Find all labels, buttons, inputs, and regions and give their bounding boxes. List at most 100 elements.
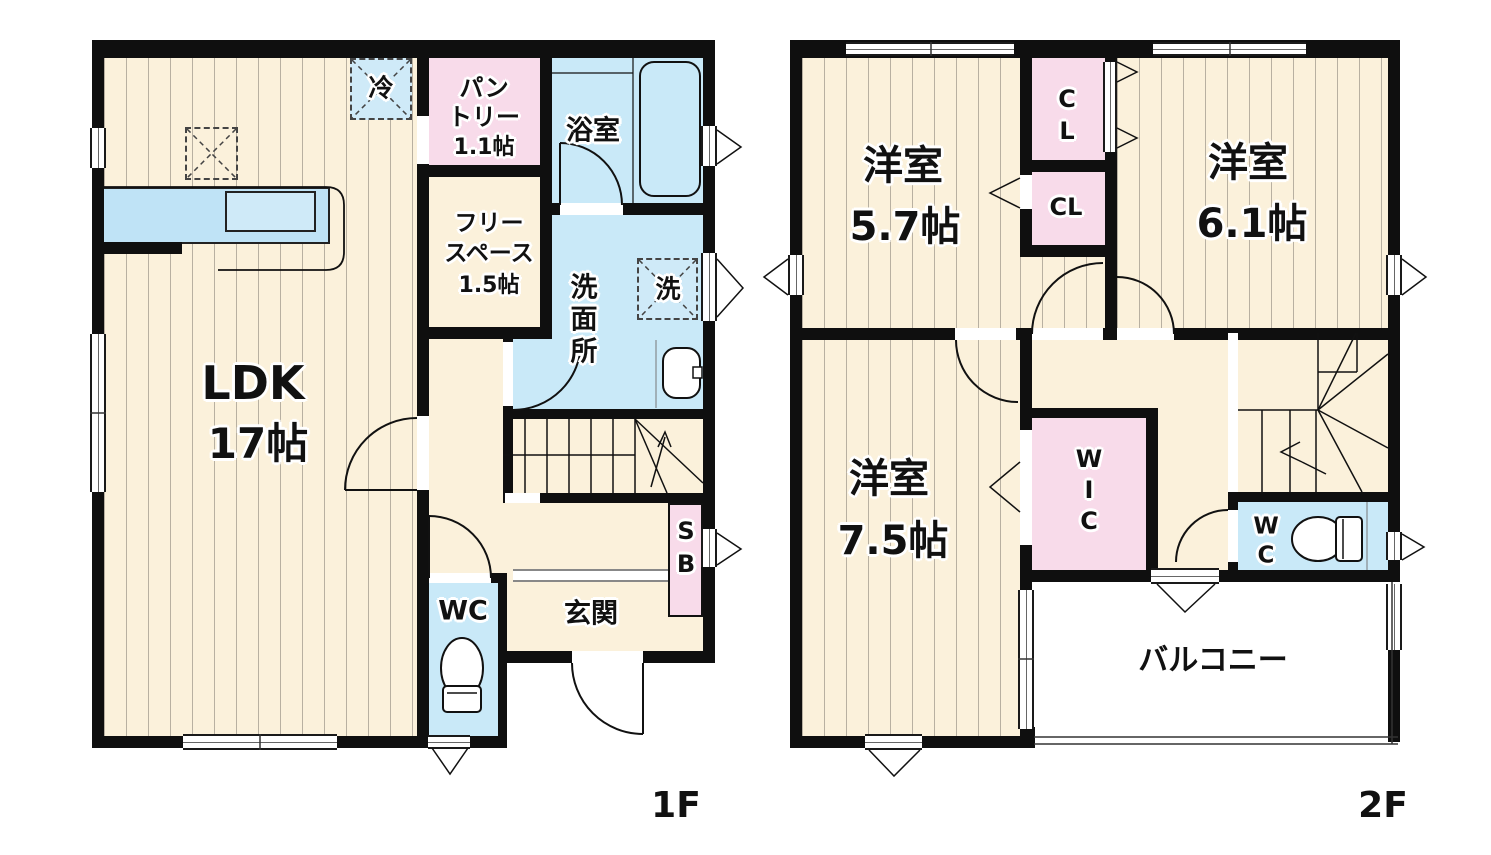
kitchen-half-wall (98, 242, 182, 254)
room-washroom-lobe (513, 339, 552, 409)
label-floor-1f: 1F (651, 785, 701, 826)
door-opening (417, 416, 429, 490)
label-pantry-2: トリー (448, 103, 520, 131)
label-bedroom57: 洋室 (863, 143, 943, 189)
stairs-area-2f (1228, 333, 1388, 492)
room-bedroom-75 (802, 340, 1020, 736)
stairs-area-1f (503, 419, 703, 493)
room-wic (1032, 418, 1146, 570)
label-refrigerator: 冷 (368, 73, 394, 103)
balcony-side-window (1386, 584, 1402, 650)
room-bedroom-57 (802, 58, 1020, 328)
kitchen-sink (225, 191, 316, 232)
door-opening (503, 342, 513, 406)
label-closet1-1: C (1058, 85, 1076, 113)
wall (1020, 58, 1032, 255)
label-washer: 洗 (655, 274, 681, 304)
corner-post (1020, 727, 1035, 748)
window (90, 128, 106, 168)
door-opening (1117, 328, 1174, 340)
label-closet1-2: L (1059, 117, 1075, 145)
label-balcony: バルコニー (1138, 643, 1288, 678)
entrance-door-opening (572, 651, 643, 663)
balcony-sliding-door (1151, 568, 1219, 584)
door-opening (560, 203, 623, 215)
label-bathroom: 浴室 (566, 115, 620, 147)
label-wc-1f: WC (438, 595, 488, 627)
label-washroom-1: 洗 (570, 272, 598, 304)
wall (1020, 160, 1113, 172)
label-ldk: LDK (201, 356, 305, 410)
hall-1f-lower (429, 503, 668, 573)
window (788, 255, 804, 295)
label-bedroom75: 洋室 (849, 456, 929, 502)
stairs-entry-opening (505, 493, 540, 503)
label-wic-1: W (1075, 445, 1103, 473)
closet1-folding-door (1103, 62, 1117, 152)
closet-1 (1032, 58, 1105, 160)
wall (1228, 492, 1388, 502)
window (1153, 42, 1306, 56)
door-opening (955, 328, 1016, 340)
window (701, 529, 717, 567)
label-pantry-1: パン (459, 74, 509, 102)
window (428, 735, 470, 749)
window (701, 126, 717, 166)
wall (92, 40, 715, 58)
wall (1020, 408, 1158, 418)
label-free-space-size: 1.5帖 (458, 273, 520, 298)
label-bedroom57-size: 5.7帖 (849, 204, 961, 250)
window (1386, 532, 1402, 560)
hall-2f-side (1158, 408, 1228, 570)
wall (1388, 40, 1400, 582)
window (701, 253, 717, 321)
entrance-step (513, 569, 668, 582)
wall (790, 40, 802, 748)
wall (429, 327, 552, 339)
ceiling-hatch-box (185, 127, 238, 180)
label-bedroom75-size: 7.5帖 (837, 518, 949, 564)
wall (429, 165, 540, 177)
window (865, 734, 922, 750)
wall (1146, 418, 1158, 570)
door-opening (417, 116, 429, 164)
label-ldk-size: 17帖 (207, 419, 309, 468)
wall (540, 58, 552, 339)
wall (703, 40, 715, 663)
label-closet2: CL (1049, 193, 1083, 221)
hall-2f (1032, 340, 1228, 408)
wall (503, 339, 513, 503)
door-opening (1228, 510, 1238, 562)
label-bedroom61: 洋室 (1208, 140, 1288, 186)
window (846, 42, 1014, 56)
label-floor-2f: 2F (1358, 785, 1408, 826)
label-wc2f-1: W (1253, 513, 1279, 540)
label-entrance: 玄関 (564, 598, 618, 630)
door-opening (1032, 328, 1103, 340)
wic-folding-door (1020, 430, 1032, 545)
room-ldk (104, 58, 417, 736)
label-wic-2: I (1084, 476, 1094, 504)
label-free-space-1: フリー (454, 210, 524, 237)
room-bedroom-61 (1117, 58, 1388, 328)
window (183, 734, 337, 750)
wall (513, 409, 703, 419)
wall (1020, 245, 1113, 257)
room-bedroom-57-nook (1020, 257, 1105, 328)
label-washroom-2: 面 (570, 304, 598, 336)
wall (498, 573, 507, 748)
label-shoebox-1: S (677, 517, 695, 545)
room-pantry (429, 58, 540, 165)
balcony-post (1388, 650, 1400, 742)
label-wc2f-2: C (1257, 542, 1275, 569)
label-wic-3: C (1080, 507, 1098, 535)
label-shoebox-2: B (676, 550, 696, 578)
hall-1f (429, 339, 503, 503)
wall (503, 493, 703, 503)
label-washroom-3: 所 (570, 336, 598, 368)
window (90, 334, 106, 492)
label-free-space-2: スペース (444, 240, 534, 267)
door-arc-entrance (571, 662, 644, 735)
label-pantry-size: 1.1帖 (453, 135, 515, 160)
